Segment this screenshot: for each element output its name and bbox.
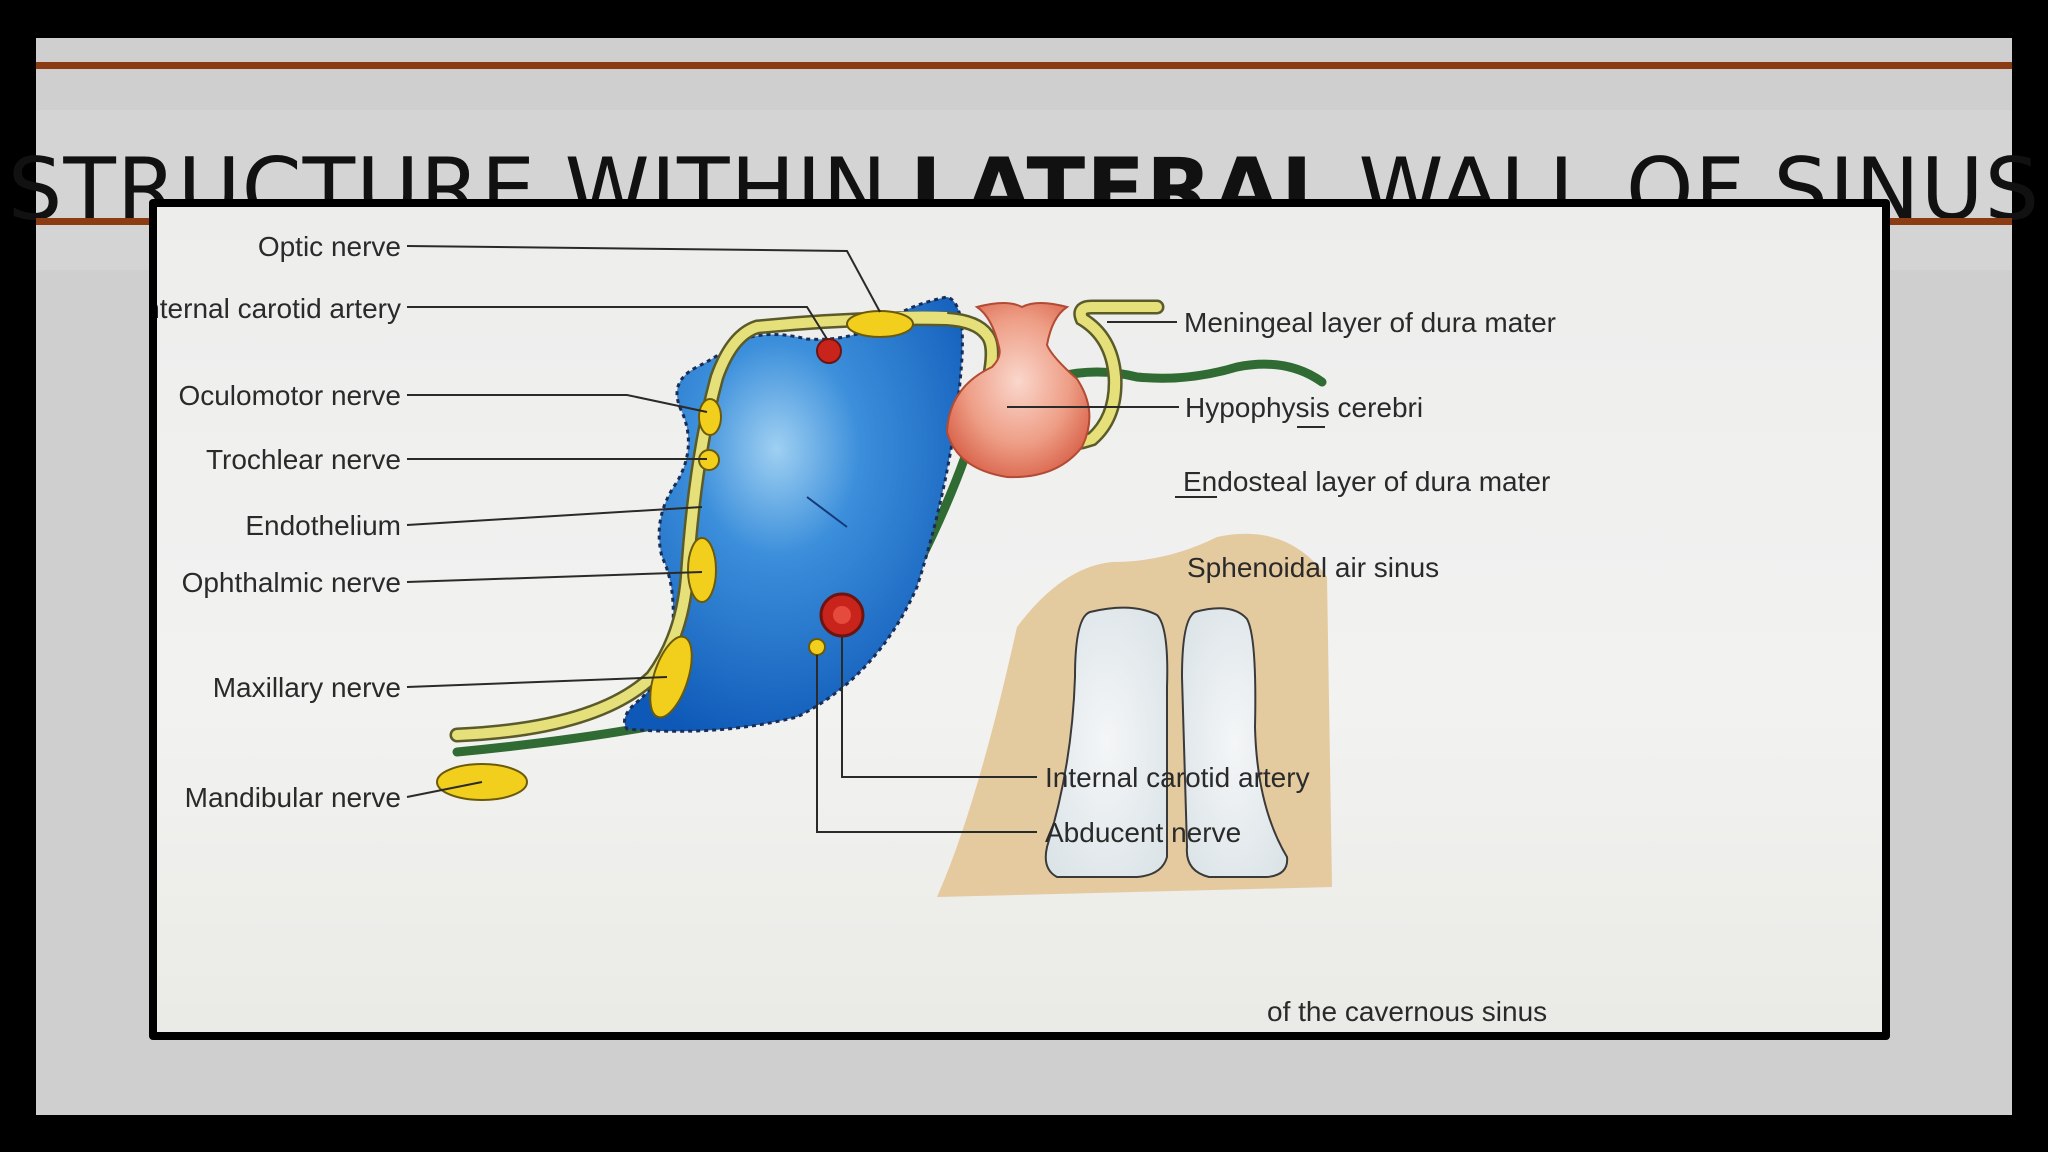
hypophysis-cerebri (945, 302, 1091, 479)
label-ophthalmic-nerve: Ophthalmic nerve (182, 567, 401, 598)
air-sinus-right (1180, 607, 1289, 878)
meningeal-layer-fill (452, 302, 1162, 740)
label-internal-carotid-artery-top: Internal carotid artery (157, 293, 401, 324)
leader-lines (406, 245, 1325, 833)
label-endothelium: Endothelium (245, 510, 401, 541)
label-maxillary-nerve: Maxillary nerve (213, 672, 401, 703)
label-optic-nerve: Optic nerve (258, 231, 401, 262)
diagram-frame: Optic nerve Internal carotid artery Ocul… (149, 199, 1890, 1040)
label-endosteal-layer: Endosteal layer of dura mater (1183, 466, 1550, 497)
title-top-rule (36, 62, 2012, 69)
abducent-circle (808, 638, 826, 656)
label-oculomotor-nerve: Oculomotor nerve (178, 380, 401, 411)
label-internal-carotid-artery-bottom: Internal carotid artery (1045, 762, 1310, 793)
label-caption-fragment: of the cavernous sinus (1267, 996, 1547, 1027)
optic-nerve-oval (846, 310, 914, 338)
cavernous-sinus-diagram: Optic nerve Internal carotid artery Ocul… (157, 231, 1556, 1027)
label-meningeal-layer: Meningeal layer of dura mater (1184, 307, 1556, 338)
air-sinus-left (1044, 606, 1169, 878)
ophthalmic-oval (687, 537, 717, 603)
sinus-mark (806, 496, 848, 528)
label-sphenoidal-air-sinus: Sphenoidal air sinus (1187, 552, 1439, 583)
label-abducent-nerve: Abducent nerve (1045, 817, 1241, 848)
diagram-photo: Optic nerve Internal carotid artery Ocul… (157, 207, 1882, 1032)
ica-lower-lumen (833, 606, 851, 624)
ica-upper-circle (816, 338, 842, 364)
label-trochlear-nerve: Trochlear nerve (206, 444, 401, 475)
maxillary-oval (649, 635, 693, 719)
label-mandibular-nerve: Mandibular nerve (185, 782, 401, 813)
oculomotor-oval (698, 398, 722, 436)
label-hypophysis-cerebri: Hypophysis cerebri (1185, 392, 1423, 423)
